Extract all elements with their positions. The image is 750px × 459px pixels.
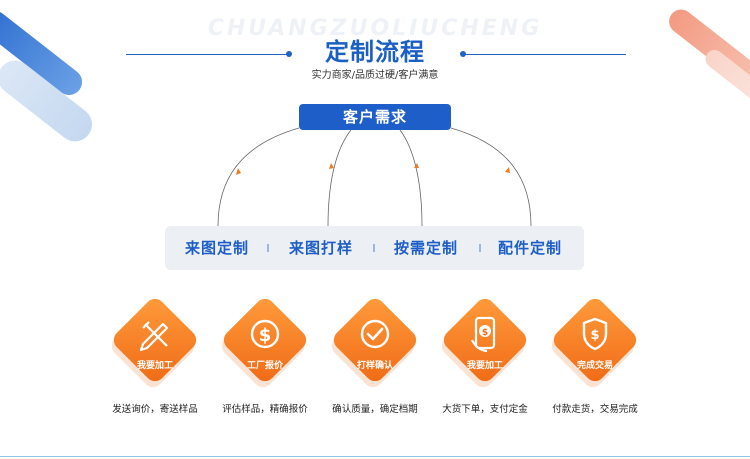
svg-text:$: $: [259, 325, 272, 346]
process-step-5: $ 完成交易 付款走货，交易完成: [547, 294, 647, 415]
option-separator: [373, 244, 375, 252]
connector-arrow-3: [414, 163, 419, 168]
page-title: 定制流程: [325, 38, 425, 66]
page-subtitle: 实力商家/品质过硬/客户满意: [311, 70, 439, 81]
pencil-ruler-icon: [139, 321, 169, 352]
svg-text:$: $: [482, 328, 488, 338]
option-sample-from-drawing[interactable]: 来图打样: [289, 239, 354, 257]
connector-arrow-4: [505, 167, 510, 173]
option-accessory-custom[interactable]: 配件定制: [498, 239, 563, 257]
step-label: 工厂报价: [246, 361, 283, 371]
step-description: 评估样品，精确报价: [222, 404, 308, 415]
process-step-2: $ 工厂报价 评估样品，精确报价: [217, 294, 317, 415]
title-row: 定制流程: [0, 28, 750, 68]
step-label: 完成交易: [576, 361, 613, 371]
process-step-3: 打样确认 确认质量，确定档期: [327, 294, 427, 415]
option-separator: [479, 244, 481, 252]
title-left-line: [126, 54, 290, 55]
shield-dollar-icon: $: [582, 317, 608, 351]
connector-line-1: [217, 127, 300, 227]
title-left-dot: [286, 51, 292, 57]
connector-line-2: [327, 129, 352, 227]
header-watermark: CHUANGZUOLIUCHENG: [207, 16, 543, 41]
bottom-divider: [0, 456, 750, 457]
step-description: 大货下单，支付定金: [442, 404, 528, 415]
step-description: 确认质量，确定档期: [332, 404, 418, 415]
option-panel: 来图定制 来图打样 按需定制 配件定制: [165, 226, 584, 270]
connector-arrow-1: [236, 168, 241, 175]
step-label: 我要加工: [136, 361, 173, 371]
process-step-1: 我要加工 发送询价，寄送样品: [107, 294, 207, 415]
dollar-coin-icon: $: [250, 319, 280, 349]
title-right-line: [464, 54, 626, 55]
svg-text:$: $: [590, 328, 599, 343]
option-custom-from-drawing[interactable]: 来图定制: [185, 239, 250, 257]
option-separator: [267, 244, 269, 252]
connector-arrow-2: [329, 163, 334, 169]
connector-line-3: [399, 129, 423, 227]
step-label: 打样确认: [356, 361, 393, 371]
step-description: 付款走货，交易完成: [552, 404, 638, 415]
option-custom-on-demand[interactable]: 按需定制: [394, 239, 459, 257]
step-description: 发送询价，寄送样品: [112, 404, 198, 415]
checkmark-circle-icon: [360, 319, 390, 349]
process-step-4: $ 我要加工 大货下单，支付定金: [437, 294, 537, 415]
title-right-dot: [460, 51, 466, 57]
customer-demand-box: 客户需求: [299, 104, 451, 130]
phone-money-hand-icon: $: [471, 316, 496, 353]
connector-line-4: [450, 127, 532, 227]
step-label: 我要加工: [466, 361, 503, 371]
